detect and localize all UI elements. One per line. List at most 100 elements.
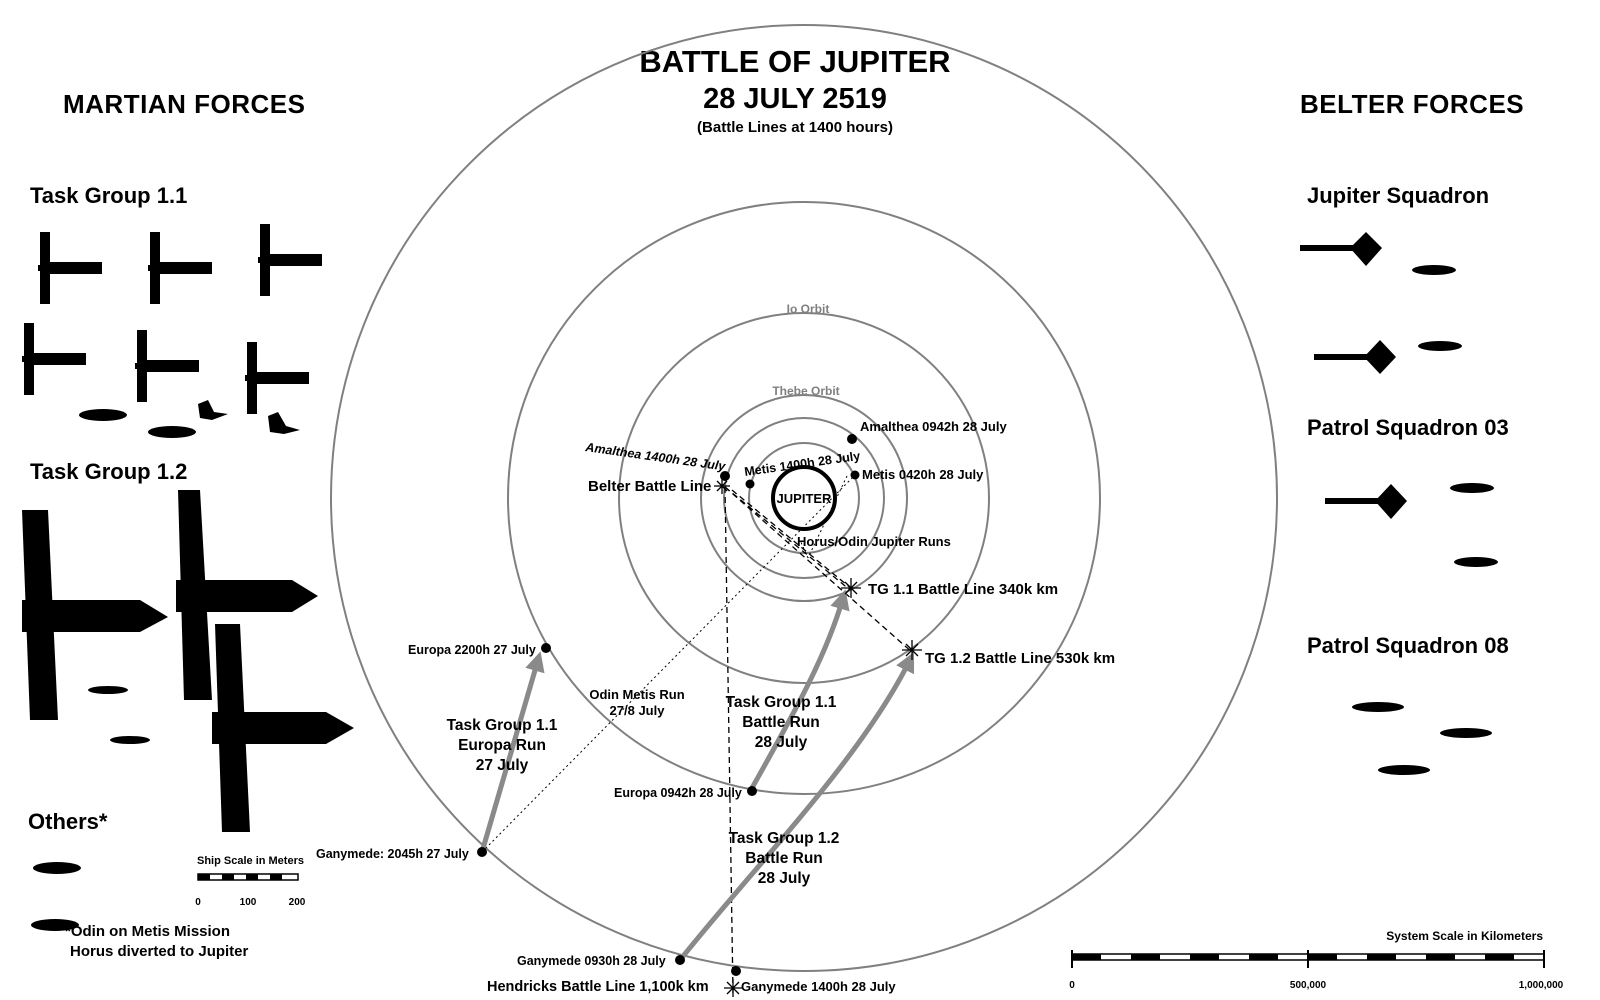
amalthea-0942-dot <box>847 434 857 444</box>
amalthea-0942-label: Amalthea 0942h 28 July <box>860 419 1007 434</box>
tg11-battle-run-arrow <box>749 589 850 790</box>
belter-battle-line-star <box>714 478 730 494</box>
patrol03-ship-3 <box>1454 557 1498 567</box>
europa-0942-label: Europa 0942h 28 July <box>614 786 742 800</box>
others-ship-2 <box>31 919 79 931</box>
europa-orbit <box>507 201 1101 795</box>
ganymede-1400-label: Ganymede 1400h 28 July <box>741 979 896 994</box>
tg12-battle-run-label-1: Task Group 1.2 <box>729 830 840 847</box>
martian-ship-silhouettes <box>22 224 354 931</box>
others-note-horus: Horus diverted to Jupiter <box>70 943 249 960</box>
patrol-squadron-08-header: Patrol Squadron 08 <box>1307 633 1509 658</box>
tg11-battle-line-label: TG 1.1 Battle Line 340k km <box>868 581 1058 598</box>
jupiter-squadron-header: Jupiter Squadron <box>1307 183 1490 208</box>
belter-forces-header: BELTER FORCES <box>1300 89 1525 119</box>
belter-battle-line-label: Belter Battle Line <box>588 478 711 495</box>
belter-to-tg11-line-2 <box>731 489 854 591</box>
europa-0942-dot <box>747 786 757 796</box>
battle-lines <box>724 486 914 994</box>
amalthea-orbit <box>723 417 885 579</box>
metis-0420-dot <box>850 470 860 480</box>
tg11-battle-line-star <box>841 578 861 598</box>
jupiter-sq-ship-3 <box>1314 340 1396 374</box>
tg11-battle-run-label-1: Task Group 1.1 <box>726 694 837 711</box>
tg12-battle-run-label-3: 28 July <box>758 870 811 887</box>
tg11-small-ship-3 <box>198 400 228 420</box>
tg11-battle-run-label-3: 28 July <box>755 734 808 751</box>
europa-2200-dot <box>541 643 551 653</box>
ganymede-2045-dot <box>477 847 487 857</box>
tg11-ship-6 <box>245 342 309 414</box>
horus-odin-run-path-1 <box>807 475 848 559</box>
jupiter-sq-ship-1 <box>1300 232 1382 266</box>
ganymede-0930-label: Ganymede 0930h 28 July <box>517 954 666 968</box>
system-scale-tick-0: 0 <box>1069 980 1075 991</box>
patrol03-ship-1 <box>1325 484 1407 519</box>
tg11-ship-4 <box>22 323 86 395</box>
tg11-europa-run-label-1: Task Group 1.1 <box>447 717 558 734</box>
ship-scale-tick-0: 0 <box>195 897 201 908</box>
tg11-ship-1 <box>38 232 102 304</box>
tg12-ship-3 <box>212 624 354 832</box>
tg12-battle-run-label-2: Battle Run <box>745 850 823 867</box>
tg11-ship-2 <box>148 232 212 304</box>
ganymede-2045-label: Ganymede: 2045h 27 July <box>316 847 469 861</box>
ganymede-1400-dot <box>731 966 741 976</box>
task-group-1-1-header: Task Group 1.1 <box>30 183 188 208</box>
page-title: BATTLE OF JUPITER <box>639 44 951 79</box>
tg12-ship-2 <box>176 490 318 700</box>
patrol-squadron-03-header: Patrol Squadron 03 <box>1307 415 1509 440</box>
metis-orbit <box>748 442 860 554</box>
task-group-1-2-header: Task Group 1.2 <box>30 459 188 484</box>
moon-markers <box>477 434 860 976</box>
hendricks-battle-line-label: Hendricks Battle Line 1,100k km <box>487 979 709 995</box>
tg11-small-ship-4 <box>268 412 300 434</box>
tg11-ship-3 <box>258 224 322 296</box>
io-orbit <box>618 312 990 684</box>
tg11-small-ship-2 <box>148 426 196 438</box>
tg12-small-ship-2 <box>110 736 150 744</box>
horus-odin-run-path-2 <box>799 539 809 559</box>
tg11-europa-run-label-3: 27 July <box>476 757 529 774</box>
martian-forces-header: MARTIAN FORCES <box>63 89 306 119</box>
ganymede-orbit <box>330 24 1278 972</box>
belter-ship-silhouettes <box>1300 232 1498 775</box>
odin-metis-run-label-2: 27/8 July <box>610 703 666 718</box>
metis-1400-dot <box>745 479 755 489</box>
patrol08-ship-3 <box>1378 765 1430 775</box>
jupiter-planet <box>771 465 837 531</box>
tg12-battle-line-label: TG 1.2 Battle Line 530k km <box>925 650 1115 667</box>
hendricks-dashed-line <box>724 486 734 994</box>
patrol03-ship-2 <box>1450 483 1494 493</box>
orbits <box>330 24 1278 972</box>
belter-to-tg11-line <box>724 486 851 591</box>
patrol08-ship-2 <box>1440 728 1492 738</box>
hendricks-battle-line-star <box>724 979 742 997</box>
tg12-battle-line-star <box>902 640 922 660</box>
amalthea-1400-label: Amalthea 1400h 28 July <box>584 440 728 474</box>
thebe-orbit-label: Thebe Orbit <box>772 384 839 398</box>
patrol08-ship-1 <box>1352 702 1404 712</box>
system-scale-tick-1m: 1,000,000 <box>1519 980 1564 991</box>
page-date: 28 JULY 2519 <box>703 83 887 115</box>
jupiter-label: JUPITER <box>777 491 833 506</box>
page-subtitle: (Battle Lines at 1400 hours) <box>697 119 893 136</box>
metis-0420-label: Metis 0420h 28 July <box>862 467 984 482</box>
tg11-small-ship-1 <box>79 409 127 421</box>
horus-odin-runs-label: Horus/Odin Jupiter Runs <box>797 534 951 549</box>
ganymede-0930-dot <box>675 955 685 965</box>
tg12-ship-1 <box>22 510 168 720</box>
odin-metis-run-path <box>481 474 856 853</box>
system-scale-tick-500k: 500,000 <box>1290 980 1327 991</box>
others-note-odin: *Odin on Metis Mission <box>65 923 231 940</box>
ship-scale-bar: Ship Scale in Meters 0 100 200 <box>195 855 306 908</box>
others-header: Others* <box>28 809 108 834</box>
tg11-europa-run-label-2: Europa Run <box>458 737 546 754</box>
tg11-battle-run-label-2: Battle Run <box>742 714 820 731</box>
ship-scale-label: Ship Scale in Meters <box>197 855 304 867</box>
battle-line-markers <box>714 478 922 997</box>
system-scale-bar: System Scale in Kilometers 0 500,000 1,0… <box>1069 929 1563 991</box>
odin-metis-run-label-1: Odin Metis Run <box>589 687 684 702</box>
belter-to-tg12-line <box>724 486 914 654</box>
